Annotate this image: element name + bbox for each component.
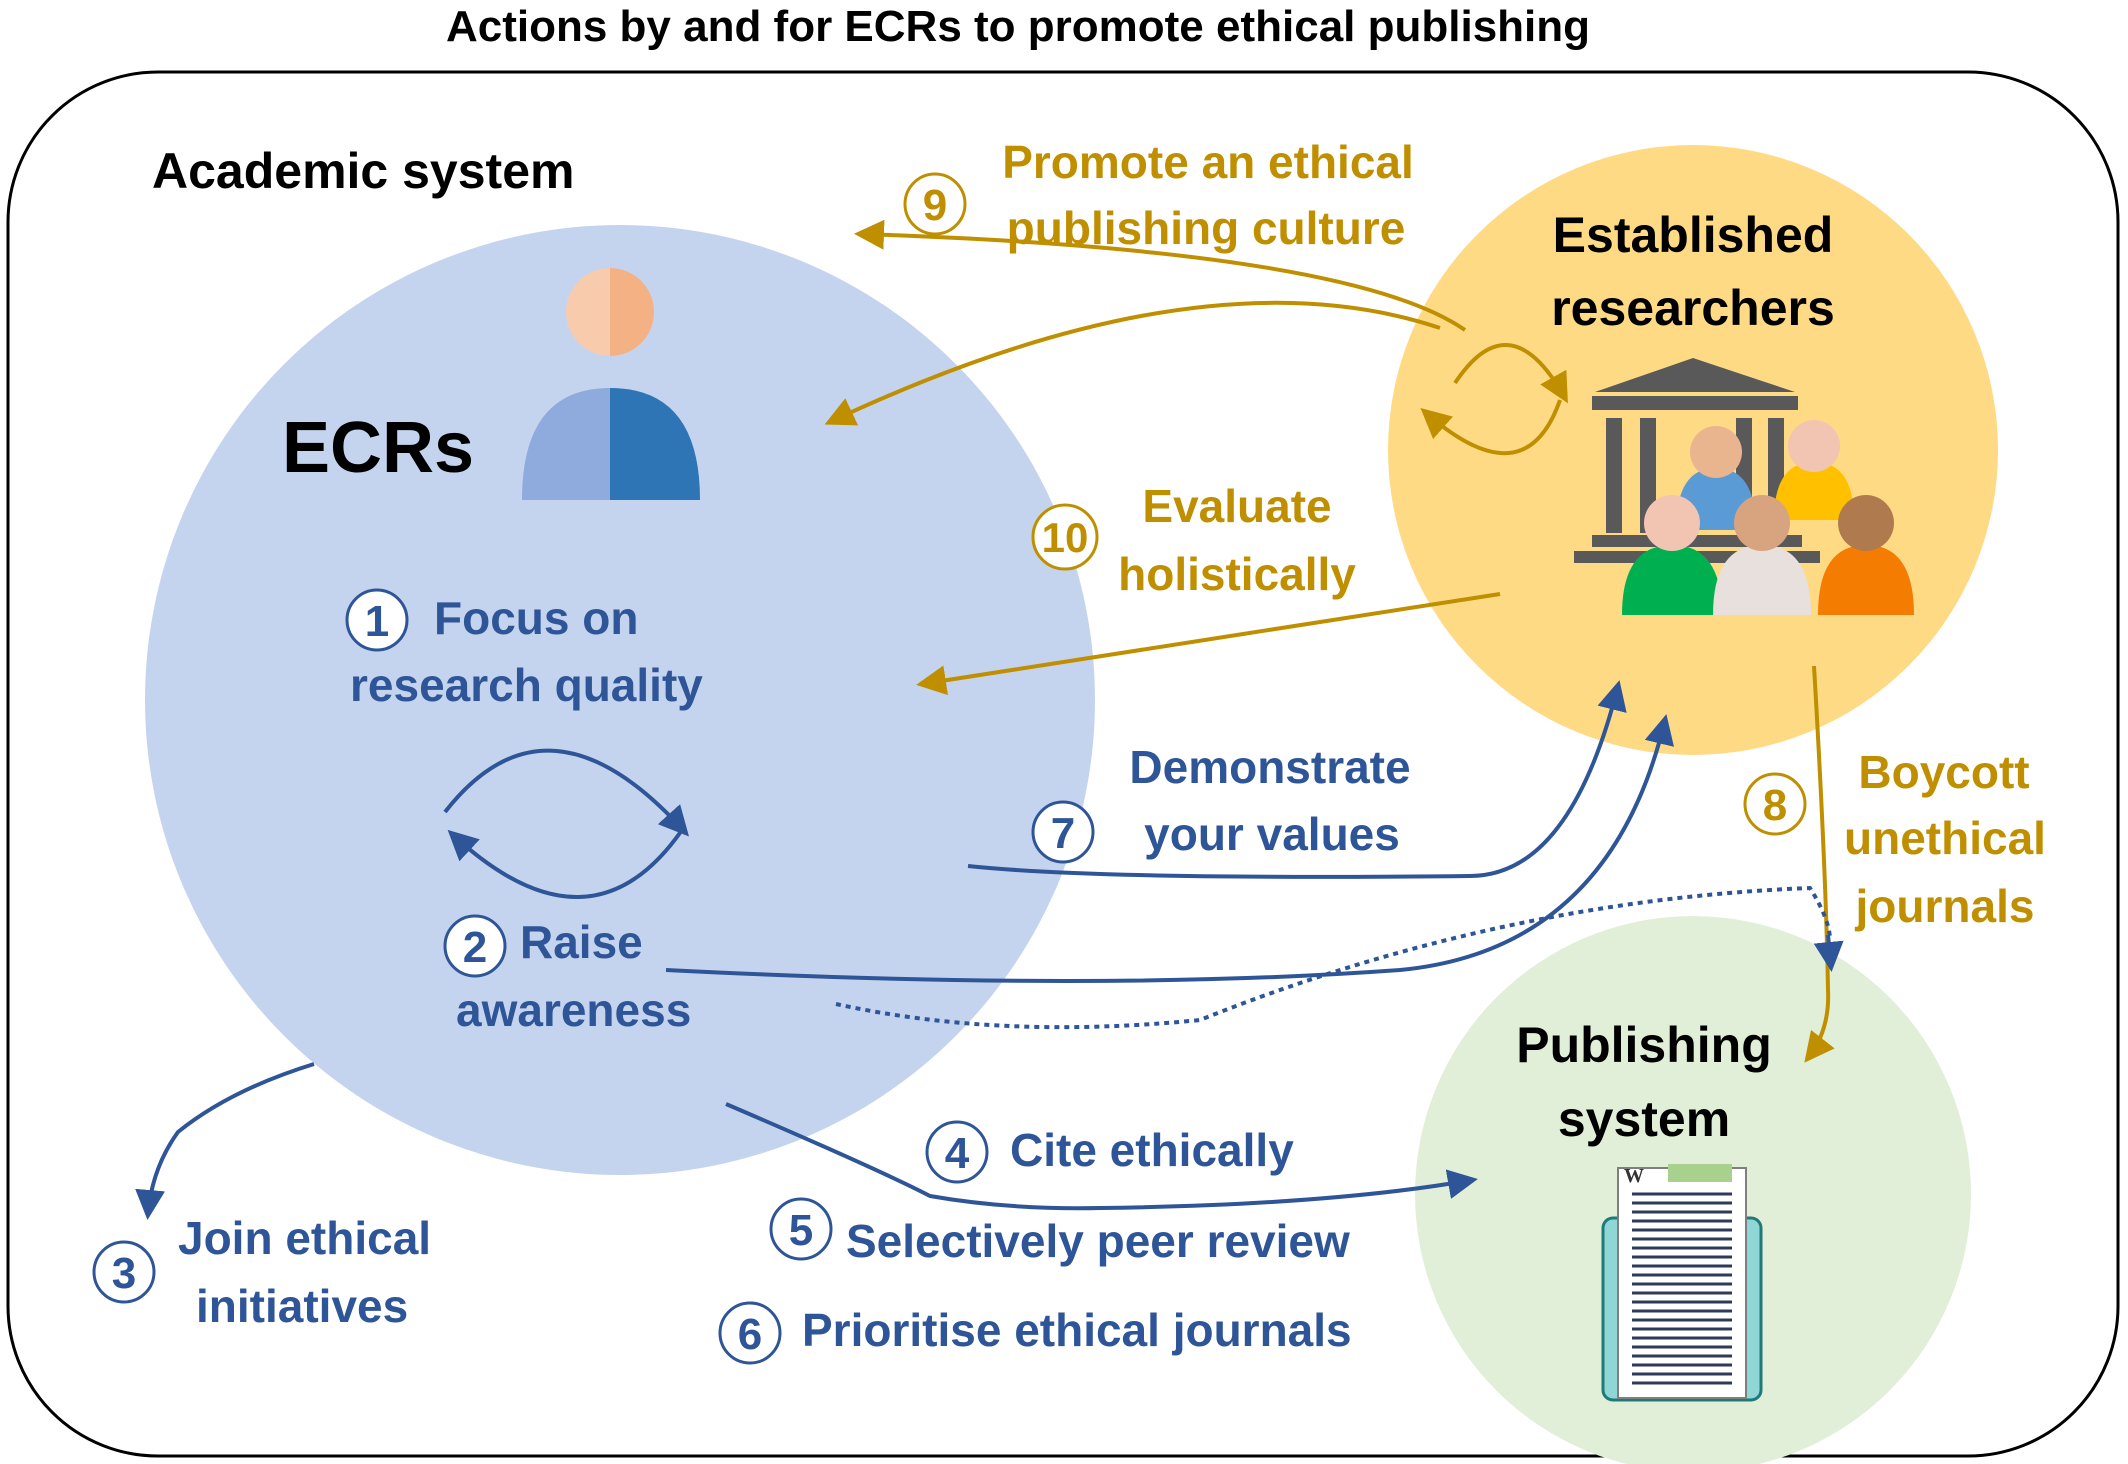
action-7-number-circle (1031, 800, 1095, 864)
action-5-number-circle (769, 1197, 833, 1261)
arrow-7 (967, 680, 1627, 879)
ecrs-label: ECRs (282, 408, 474, 488)
action-5-number: 5 (789, 1206, 813, 1255)
action-9-number-circle (903, 172, 967, 236)
journal-w-letter: W (1624, 1165, 1644, 1187)
action-8-number-circle (1743, 772, 1807, 836)
arrow-2-publishing-dotted (835, 885, 1832, 1030)
action-7-number: 7 (1051, 809, 1075, 858)
action-3-number: 3 (112, 1249, 136, 1298)
action-8-number: 8 (1763, 781, 1787, 830)
arrow-established-cycle-bottom (1420, 399, 1562, 456)
diagram-title: Actions by and for ECRs to promote ethic… (446, 2, 1590, 51)
action-1-line2: research quality (350, 659, 703, 711)
action-5-line1: Selectively peer review (846, 1215, 1350, 1267)
ecrs-circle (145, 225, 1095, 1175)
publishing-system-label-line1: Publishing (1516, 1017, 1772, 1073)
action-9-number: 9 (923, 181, 947, 230)
action-1-line1: Focus on (434, 592, 638, 644)
arrow-10 (916, 592, 1501, 696)
action-10-number-circle (1031, 503, 1099, 571)
action-7-line1: Demonstrate (1129, 741, 1410, 793)
action-6-number-circle (718, 1301, 782, 1365)
action-9-line1: Promote an ethical (1002, 136, 1414, 188)
established-researchers-label-line1: Established (1553, 207, 1834, 263)
action-2-line1: Raise (520, 916, 643, 968)
action-3-number-circle (92, 1240, 156, 1304)
action-4-number-circle (925, 1120, 989, 1184)
publishing-system-label-line2: system (1558, 1091, 1730, 1147)
action-10-line2: holistically (1118, 548, 1356, 600)
arrow-ecr-cycle-top (443, 748, 690, 837)
established-researchers-label-line2: researchers (1551, 280, 1835, 336)
action-4-number: 4 (945, 1129, 970, 1178)
arrow-9-lower (824, 300, 1441, 426)
action-6-line1: Prioritise ethical journals (802, 1304, 1352, 1356)
action-10-number: 10 (1042, 514, 1089, 561)
people-group-icon (1622, 420, 1914, 615)
action-8-line2: unethical (1844, 812, 2046, 864)
action-1-number: 1 (365, 597, 389, 646)
action-3-line2: initiatives (196, 1280, 408, 1332)
action-6-number: 6 (738, 1310, 762, 1359)
action-2-number-circle (443, 914, 507, 978)
arrow-established-cycle-top (1453, 343, 1568, 404)
action-7-line2: your values (1144, 808, 1400, 860)
action-3-line1: Join ethical (178, 1212, 431, 1264)
action-9-line2: publishing culture (1007, 202, 1406, 254)
arrow-4-5-6 (725, 1102, 1478, 1211)
action-4-line1: Cite ethically (1010, 1124, 1294, 1176)
journal-document-icon: W (1601, 1164, 1763, 1402)
action-2-line2: awareness (456, 984, 691, 1036)
action-1-number-circle (345, 588, 409, 652)
arrow-2-publishing-head (1813, 934, 1844, 972)
action-8-line1: Boycott (1858, 746, 2029, 798)
academic-system-label: Academic system (152, 143, 574, 199)
arrow-3 (135, 1062, 315, 1220)
arrow-ecr-cycle-bottom (447, 828, 684, 899)
action-10-line1: Evaluate (1142, 480, 1331, 532)
action-8-line3: journals (1855, 880, 2035, 932)
action-2-number: 2 (463, 923, 487, 972)
arrow-2-established (665, 714, 1674, 983)
academic-system-frame (6, 70, 2120, 1458)
ecr-person-icon (522, 268, 700, 500)
arrow-9-upper (854, 219, 1467, 332)
